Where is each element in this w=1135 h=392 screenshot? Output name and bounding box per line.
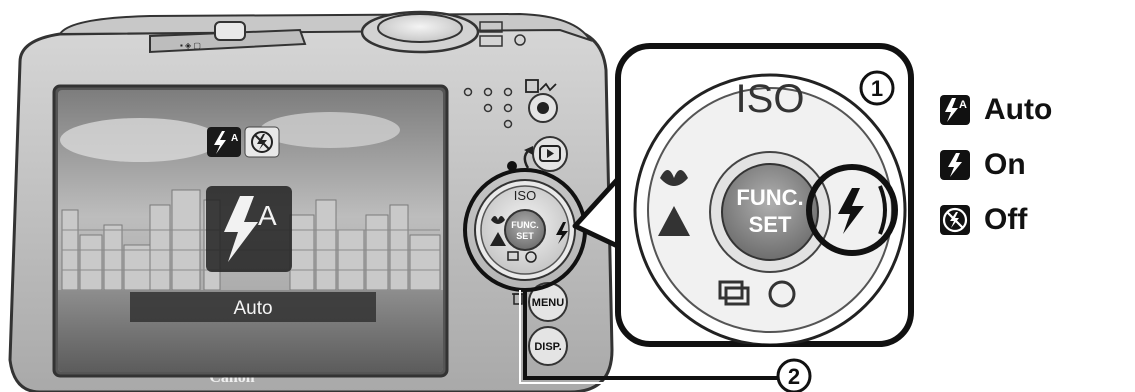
func-set-line2: SET (516, 231, 534, 241)
svg-text:A: A (258, 200, 277, 231)
legend-item-off: Off (940, 200, 1130, 240)
control-dial[interactable]: ISO FUNC. SET (465, 170, 585, 290)
step-2-badge: 2 (778, 360, 810, 392)
selected-flash-mode-icon: A (206, 186, 292, 272)
step-1-number: 1 (871, 76, 883, 101)
flash-mode-label-bar: Auto (130, 292, 376, 322)
display-button-label: DISP. (534, 341, 561, 353)
playback-button[interactable] (533, 137, 567, 171)
print-share-button[interactable] (529, 94, 557, 122)
flash-auto-option[interactable]: A (207, 127, 241, 157)
svg-text:▪ ◈ ▢: ▪ ◈ ▢ (180, 41, 201, 50)
flash-mode-legend: A Auto On Off (940, 90, 1130, 255)
step-1-badge: 1 (861, 72, 893, 104)
svg-text:A: A (959, 99, 967, 111)
flash-off-option[interactable] (245, 127, 279, 157)
legend-item-on: On (940, 145, 1130, 185)
func-set-line1: FUNC. (511, 220, 539, 230)
flash-on-icon (940, 150, 970, 180)
flash-mode-label: Auto (233, 298, 272, 319)
magnified-dial-panel: ISO FUNC. SET 1 (618, 46, 911, 345)
legend-label-on: On (984, 148, 1026, 182)
panel-iso-label: ISO (736, 77, 805, 121)
legend-item-auto: A Auto (940, 90, 1130, 130)
menu-button-label: MENU (532, 297, 564, 309)
svg-text:A: A (231, 133, 238, 144)
flash-off-icon (940, 205, 970, 235)
step-2-number: 2 (788, 364, 800, 389)
shutter-button[interactable] (362, 12, 478, 52)
lcd-screen: A A Auto (54, 86, 447, 376)
func-set-button[interactable]: FUNC. SET (505, 210, 545, 250)
legend-label-off: Off (984, 203, 1027, 237)
display-button[interactable]: DISP. (529, 327, 567, 365)
flash-auto-icon: A (940, 95, 970, 125)
dial-iso-label: ISO (514, 188, 536, 203)
legend-label-auto: Auto (984, 93, 1052, 127)
panel-func-line2: SET (749, 212, 792, 237)
panel-func-line1: FUNC. (736, 185, 803, 210)
